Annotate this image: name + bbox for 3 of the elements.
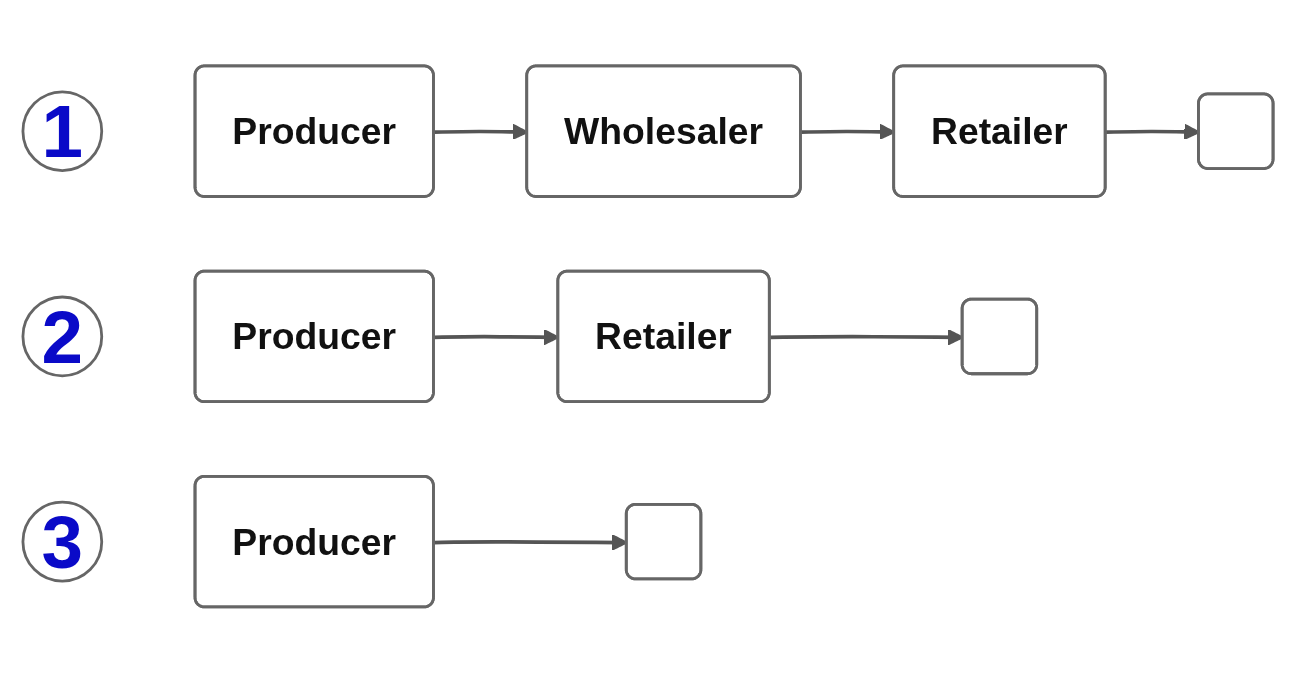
node-circle: 1 [21, 90, 104, 173]
node-circle: 3 [21, 500, 104, 583]
node-circle: 2 [21, 295, 104, 378]
